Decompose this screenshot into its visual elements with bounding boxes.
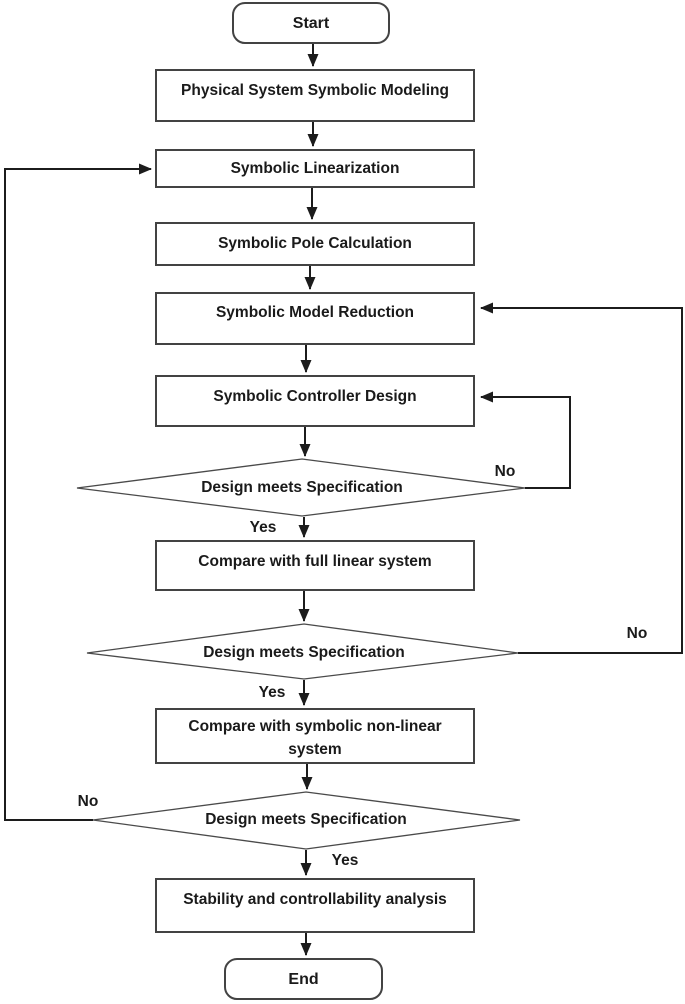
decision-3-yes-label: Yes [331,852,359,869]
process-symbolic-model-reduction: Symbolic Model Reduction [155,292,475,345]
decision-1-yes-label: Yes [249,519,277,536]
process-physical-system-symbolic-modeling: Physical System Symbolic Modeling [155,69,475,122]
process-label: Symbolic Controller Design [213,388,417,405]
process-label: Symbolic Pole Calculation [218,235,412,252]
start-label: Start [292,14,330,32]
decision-2-yes-label: Yes [258,684,286,701]
decision-1-label: Design meets Specification [201,479,403,496]
process-label: Physical System Symbolic Modeling [181,82,449,99]
process-label: Symbolic Linearization [230,160,400,177]
process-label: Symbolic Model Reduction [215,304,415,321]
decision-2-label: Design meets Specification [203,644,405,661]
decision-2-diamond [86,623,519,680]
decision-3-diamond [92,791,521,850]
loop-decision3-no-to-linearization [4,163,152,821]
decision-2-no-label: No [626,625,648,642]
process-compare-symbolic-nonlinear-system: Compare with symbolic non-linear system [155,708,475,764]
decision-1-no-label: No [494,463,516,480]
process-label: Compare with full linear system [198,553,432,570]
decision-3-label: Design meets Specification [205,811,407,828]
loop-decision1-no-to-controller [480,391,571,489]
decision-3-no-label: No [77,793,99,810]
end-label: End [288,970,319,988]
start-node: Start [232,2,390,44]
process-compare-full-linear-system: Compare with full linear system [155,540,475,591]
loop-decision2-no-to-reduction [480,302,683,654]
process-label: Compare with symbolic non-linear system [188,718,442,758]
process-symbolic-linearization: Symbolic Linearization [155,149,475,188]
end-node: End [224,958,383,1000]
process-symbolic-pole-calculation: Symbolic Pole Calculation [155,222,475,266]
process-label: Stability and controllability analysis [183,891,447,908]
process-stability-controllability-analysis: Stability and controllability analysis [155,878,475,933]
process-symbolic-controller-design: Symbolic Controller Design [155,375,475,427]
decision-1-diamond [76,458,526,517]
